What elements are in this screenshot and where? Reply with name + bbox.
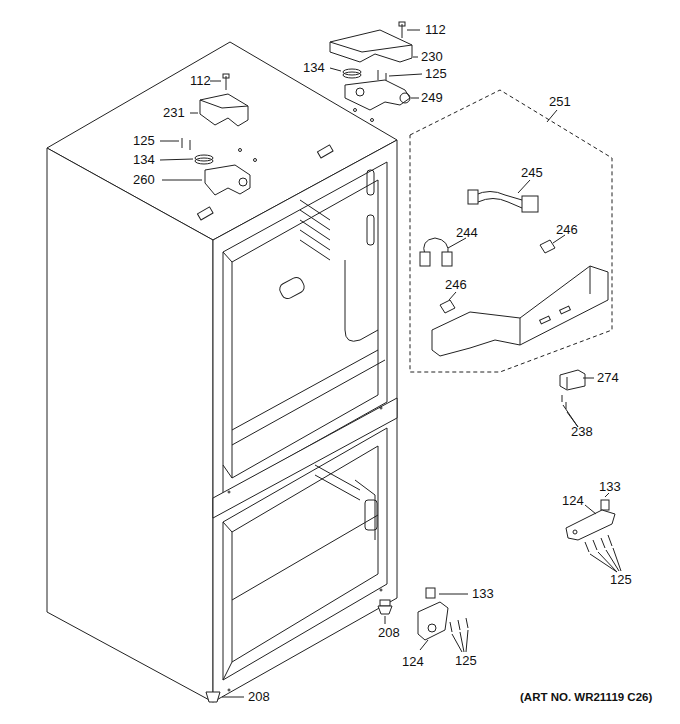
callout-number: 124	[562, 494, 584, 508]
callout-number: 260	[133, 173, 155, 187]
callout-number: 112	[425, 23, 446, 37]
callout-number: 245	[521, 166, 543, 180]
callout-number: 238	[571, 425, 593, 439]
callout-number: 112	[190, 74, 211, 88]
callout-number: 133	[599, 480, 621, 494]
callout-number: 134	[303, 61, 325, 75]
callout-number: 133	[472, 587, 494, 601]
callout-number: 246	[445, 278, 467, 292]
cabinet	[47, 42, 397, 702]
callout-number: 274	[597, 371, 619, 385]
callout-number: 125	[133, 134, 155, 148]
callout-number: 125	[610, 573, 632, 587]
callout-number: 124	[402, 655, 424, 669]
hinge-assembly-left	[160, 74, 250, 195]
hinge-assembly-right	[330, 22, 422, 110]
callout-number: 125	[425, 67, 447, 81]
callout-number: 251	[549, 95, 571, 109]
callout-number: 208	[248, 690, 270, 704]
part-274	[560, 370, 594, 427]
callout-number: 244	[456, 226, 478, 240]
callout-number: 249	[421, 91, 443, 105]
kit-group	[410, 90, 612, 372]
art-number-note: (ART NO. WR21119 C26)	[520, 690, 652, 704]
callout-number: 125	[455, 654, 477, 668]
hinge-lower-center	[206, 588, 468, 702]
callout-number: 246	[556, 223, 578, 237]
callout-number: 230	[421, 50, 443, 64]
callout-number: 208	[378, 626, 400, 640]
callout-number: 231	[163, 106, 185, 120]
callout-number: 134	[133, 153, 155, 167]
